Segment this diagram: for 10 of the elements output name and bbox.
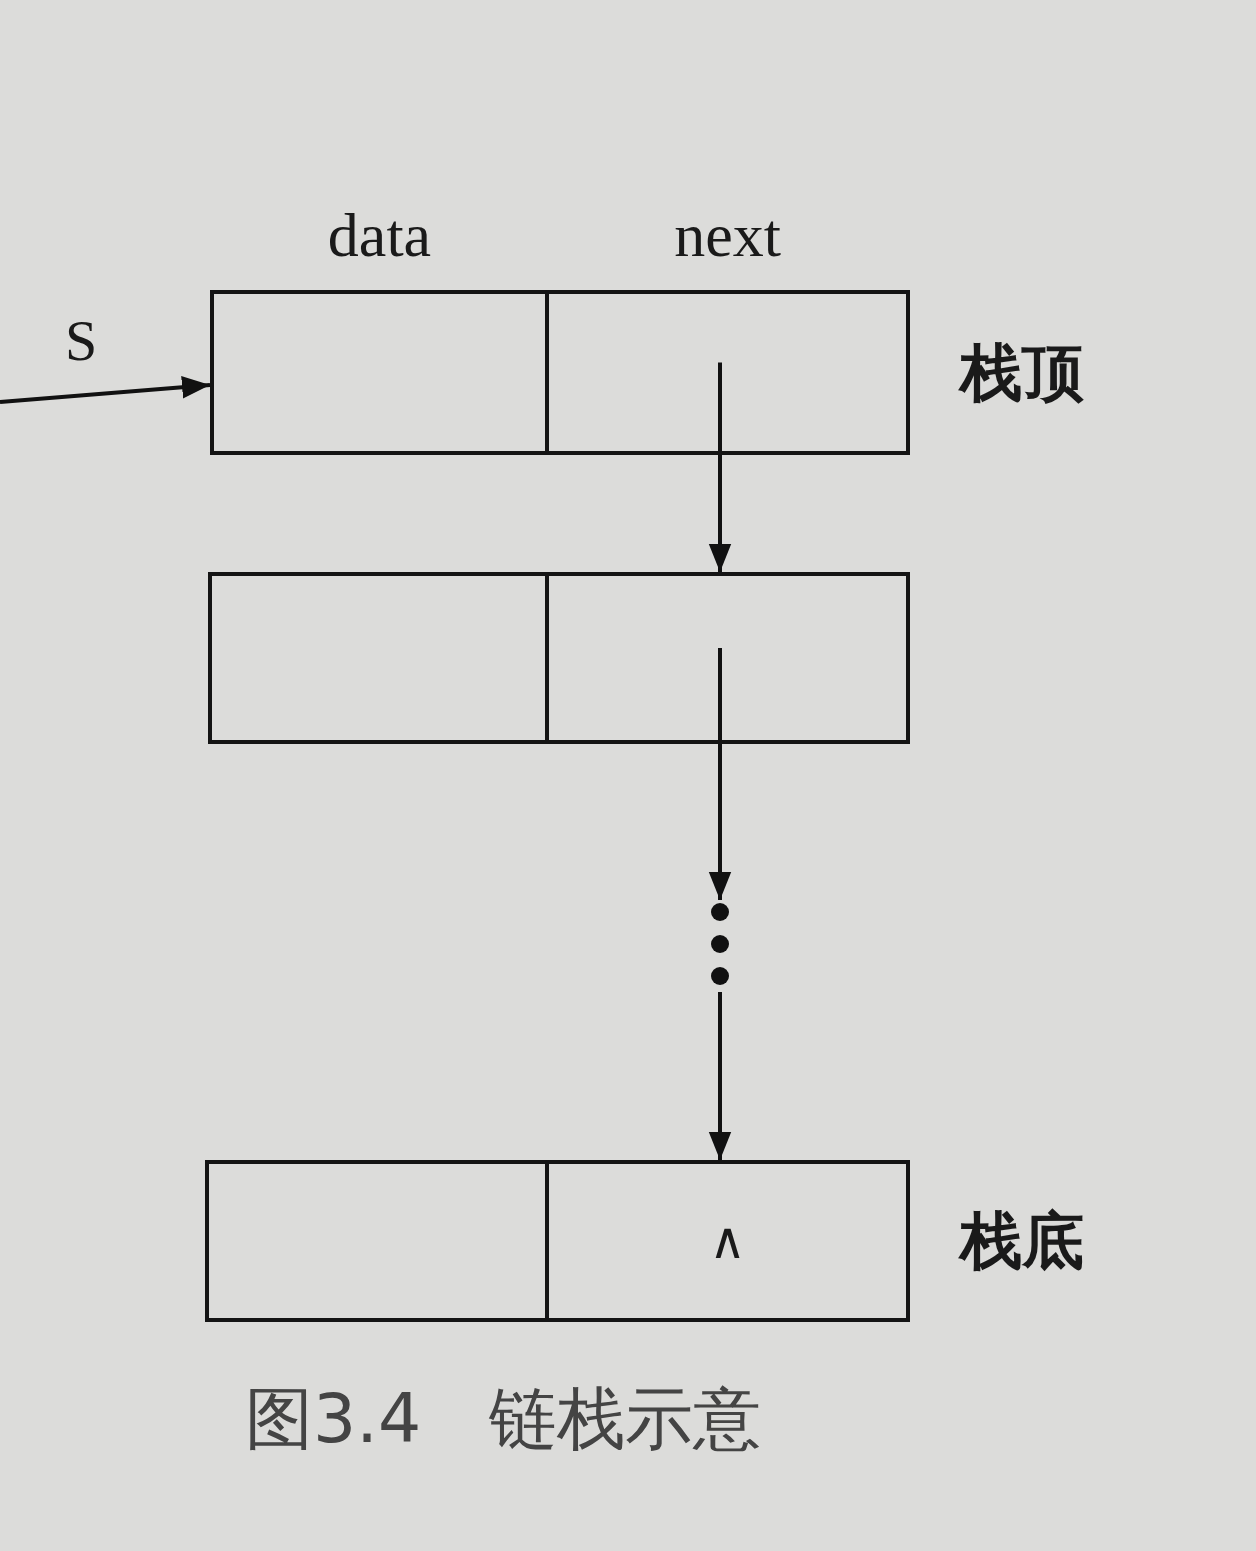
arrow	[708, 362, 732, 572]
arrow	[0, 376, 211, 404]
field-label: data	[327, 204, 432, 266]
arrow	[708, 648, 732, 900]
stack-position-label: 栈底	[960, 1210, 1084, 1272]
figure-caption: 图3.4 链栈示意	[245, 1378, 762, 1460]
null-pointer-symbol: ∧	[709, 1216, 746, 1266]
arrow	[708, 992, 732, 1160]
field-label: next	[674, 204, 781, 266]
stack-position-label: 栈顶	[960, 341, 1084, 404]
